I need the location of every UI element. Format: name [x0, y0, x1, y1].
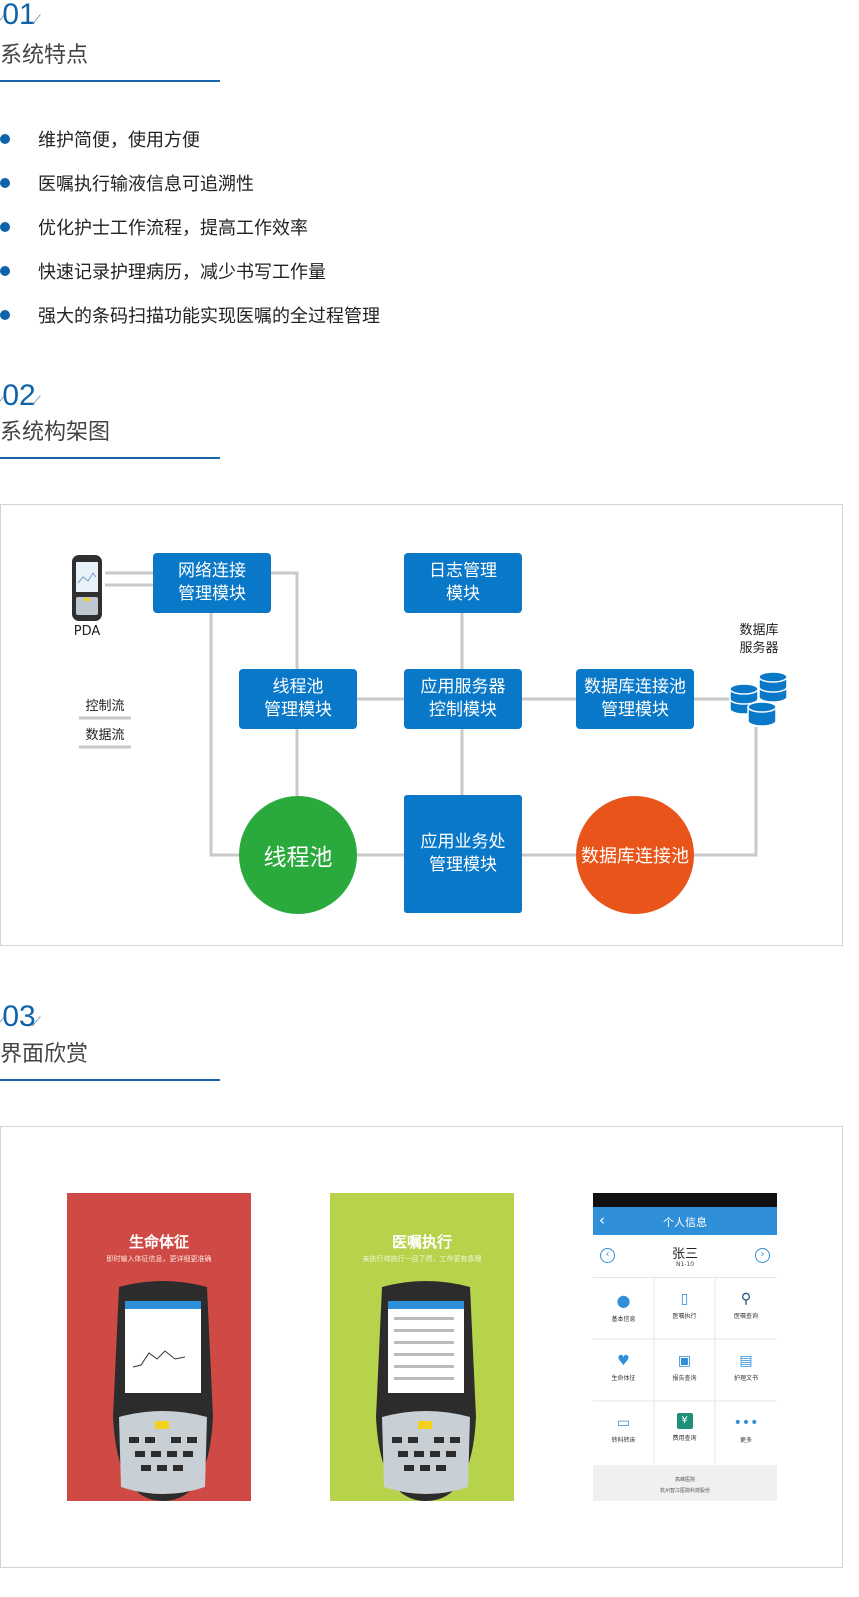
thread-pool-circle: 线程池	[239, 796, 357, 914]
grid-item-order-exec[interactable]: ▯医嘱执行	[654, 1277, 715, 1339]
status-bar	[593, 1193, 777, 1207]
grid-item-more[interactable]: •••更多	[715, 1401, 777, 1463]
network-connection-module: 网络连接管理模块	[153, 553, 271, 613]
slash-icon: ⁄	[35, 11, 39, 27]
document-icon: ▤	[739, 1353, 753, 1369]
log-management-module: 日志管理模块	[404, 553, 522, 613]
thread-pool-module: 线程池管理模块	[239, 669, 357, 729]
patient-bar: ‹ 张三 N1-10 ›	[593, 1235, 777, 1278]
patient-bed: N1-10	[675, 1261, 695, 1268]
patient-name: 张三	[671, 1247, 698, 1262]
card-subtitle: 未执行待执行一目了然，工作更有条理	[362, 1255, 482, 1263]
section-title: 系统构架图	[0, 420, 111, 445]
grid-lines	[593, 1277, 777, 1463]
next-patient-icon[interactable]: ›	[755, 1248, 770, 1263]
card-subtitle: 即时输入体征信息，更详细更准确	[106, 1255, 212, 1263]
connector-lines	[79, 571, 758, 857]
grid-item-report-query[interactable]: ▣报告查询	[654, 1339, 715, 1401]
bullet-icon	[0, 266, 10, 276]
pda-device-icon	[72, 555, 102, 621]
list-item: 医嘱执行输液信息可追溯性	[0, 171, 254, 195]
profile-screenshot: ‹ 个人信息 ‹ 张三 N1-10 › ●基本信息 ▯医嘱执行 ⚲医嘱查询 ♥生…	[593, 1193, 777, 1501]
slash-icon: ⁄	[0, 392, 3, 408]
profile-footer: 高峰医院 杭州智江医院科技股份	[593, 1465, 777, 1501]
section-underline	[0, 457, 220, 459]
grid-item-order-query[interactable]: ⚲医嘱查询	[715, 1277, 777, 1339]
yen-icon: ¥	[676, 1413, 693, 1429]
database-icon	[729, 671, 788, 727]
bullet-icon	[0, 134, 10, 144]
back-icon[interactable]: ‹	[599, 1211, 605, 1229]
section-underline	[0, 80, 220, 82]
list-item: 强大的条码扫描功能实现医嘱的全过程管理	[0, 303, 380, 327]
pda-phone-icon	[113, 1281, 213, 1501]
more-icon: •••	[733, 1415, 759, 1431]
heart-icon: ♥	[617, 1353, 630, 1369]
db-server-label: 数据库 服务器	[739, 623, 779, 656]
pda-phone-icon	[376, 1281, 476, 1501]
slash-icon: ⁄	[35, 392, 39, 408]
slash-icon: ⁄	[0, 11, 3, 27]
app-server-control-module: 应用服务器控制模块	[404, 669, 522, 729]
pda-label: PDA	[73, 624, 101, 639]
grid-item-nursing-doc[interactable]: ▤护理文书	[715, 1339, 777, 1401]
architecture-diagram: PDA 控制流 数据流 数据库 服务器 网络连接管理模块 日志管理模块 线程池管…	[0, 504, 843, 946]
user-icon: ●	[616, 1291, 631, 1310]
slash-icon: ⁄	[0, 1013, 3, 1029]
grid-item-basic-info[interactable]: ●基本信息	[593, 1277, 654, 1339]
bullet-icon	[0, 178, 10, 188]
section-title: 界面欣赏	[0, 1042, 89, 1067]
header-title: 个人信息	[663, 1216, 707, 1229]
legend-control-flow: 控制流	[85, 699, 125, 714]
grid-item-transfer-bed[interactable]: ▭转科转床	[593, 1401, 654, 1463]
section-number-02: ⁄02⁄	[0, 379, 39, 412]
prev-patient-icon[interactable]: ‹	[600, 1248, 615, 1263]
search-icon: ⚲	[740, 1291, 752, 1307]
legend-data-flow: 数据流	[85, 728, 125, 743]
business-module: 应用业务处管理模块	[404, 795, 522, 913]
db-connection-pool-module: 数据库连接池管理模块	[576, 669, 694, 729]
list-item: 优化护士工作流程，提高工作效率	[0, 215, 308, 239]
section-underline	[0, 1079, 220, 1081]
grid-item-vital-signs[interactable]: ♥生命体征	[593, 1339, 654, 1401]
medical-order-screenshot: 医嘱执行 未执行待执行一目了然，工作更有条理	[330, 1193, 514, 1501]
list-item: 维护简便，使用方便	[0, 127, 200, 151]
section-number-03: ⁄03⁄	[0, 1000, 39, 1033]
function-grid: ●基本信息 ▯医嘱执行 ⚲医嘱查询 ♥生命体征 ▣报告查询 ▤护理文书 ▭转科转…	[593, 1277, 777, 1463]
section-title: 系统特点	[0, 43, 89, 68]
clipboard-icon: ▯	[680, 1291, 689, 1307]
slash-icon: ⁄	[35, 1013, 39, 1029]
card-title: 生命体征	[128, 1233, 189, 1251]
bullet-icon	[0, 222, 10, 232]
vital-signs-screenshot: 生命体征 即时输入体征信息，更详细更准确	[67, 1193, 251, 1501]
card-title: 医嘱执行	[391, 1233, 452, 1251]
bullet-icon	[0, 310, 10, 320]
screenshots-gallery: 生命体征 即时输入体征信息，更详细更准确 医嘱执行 未执行待执行一目了然，工作更…	[0, 1126, 843, 1568]
report-icon: ▣	[677, 1353, 692, 1369]
grid-item-fee-query[interactable]: ¥费用查询	[672, 1413, 697, 1442]
section-number-01: ⁄01⁄	[0, 0, 39, 31]
db-pool-circle: 数据库连接池	[576, 796, 694, 914]
profile-header: ‹ 个人信息	[593, 1207, 777, 1235]
bed-icon: ▭	[616, 1415, 631, 1431]
list-item: 快速记录护理病历，减少书写工作量	[0, 259, 326, 283]
